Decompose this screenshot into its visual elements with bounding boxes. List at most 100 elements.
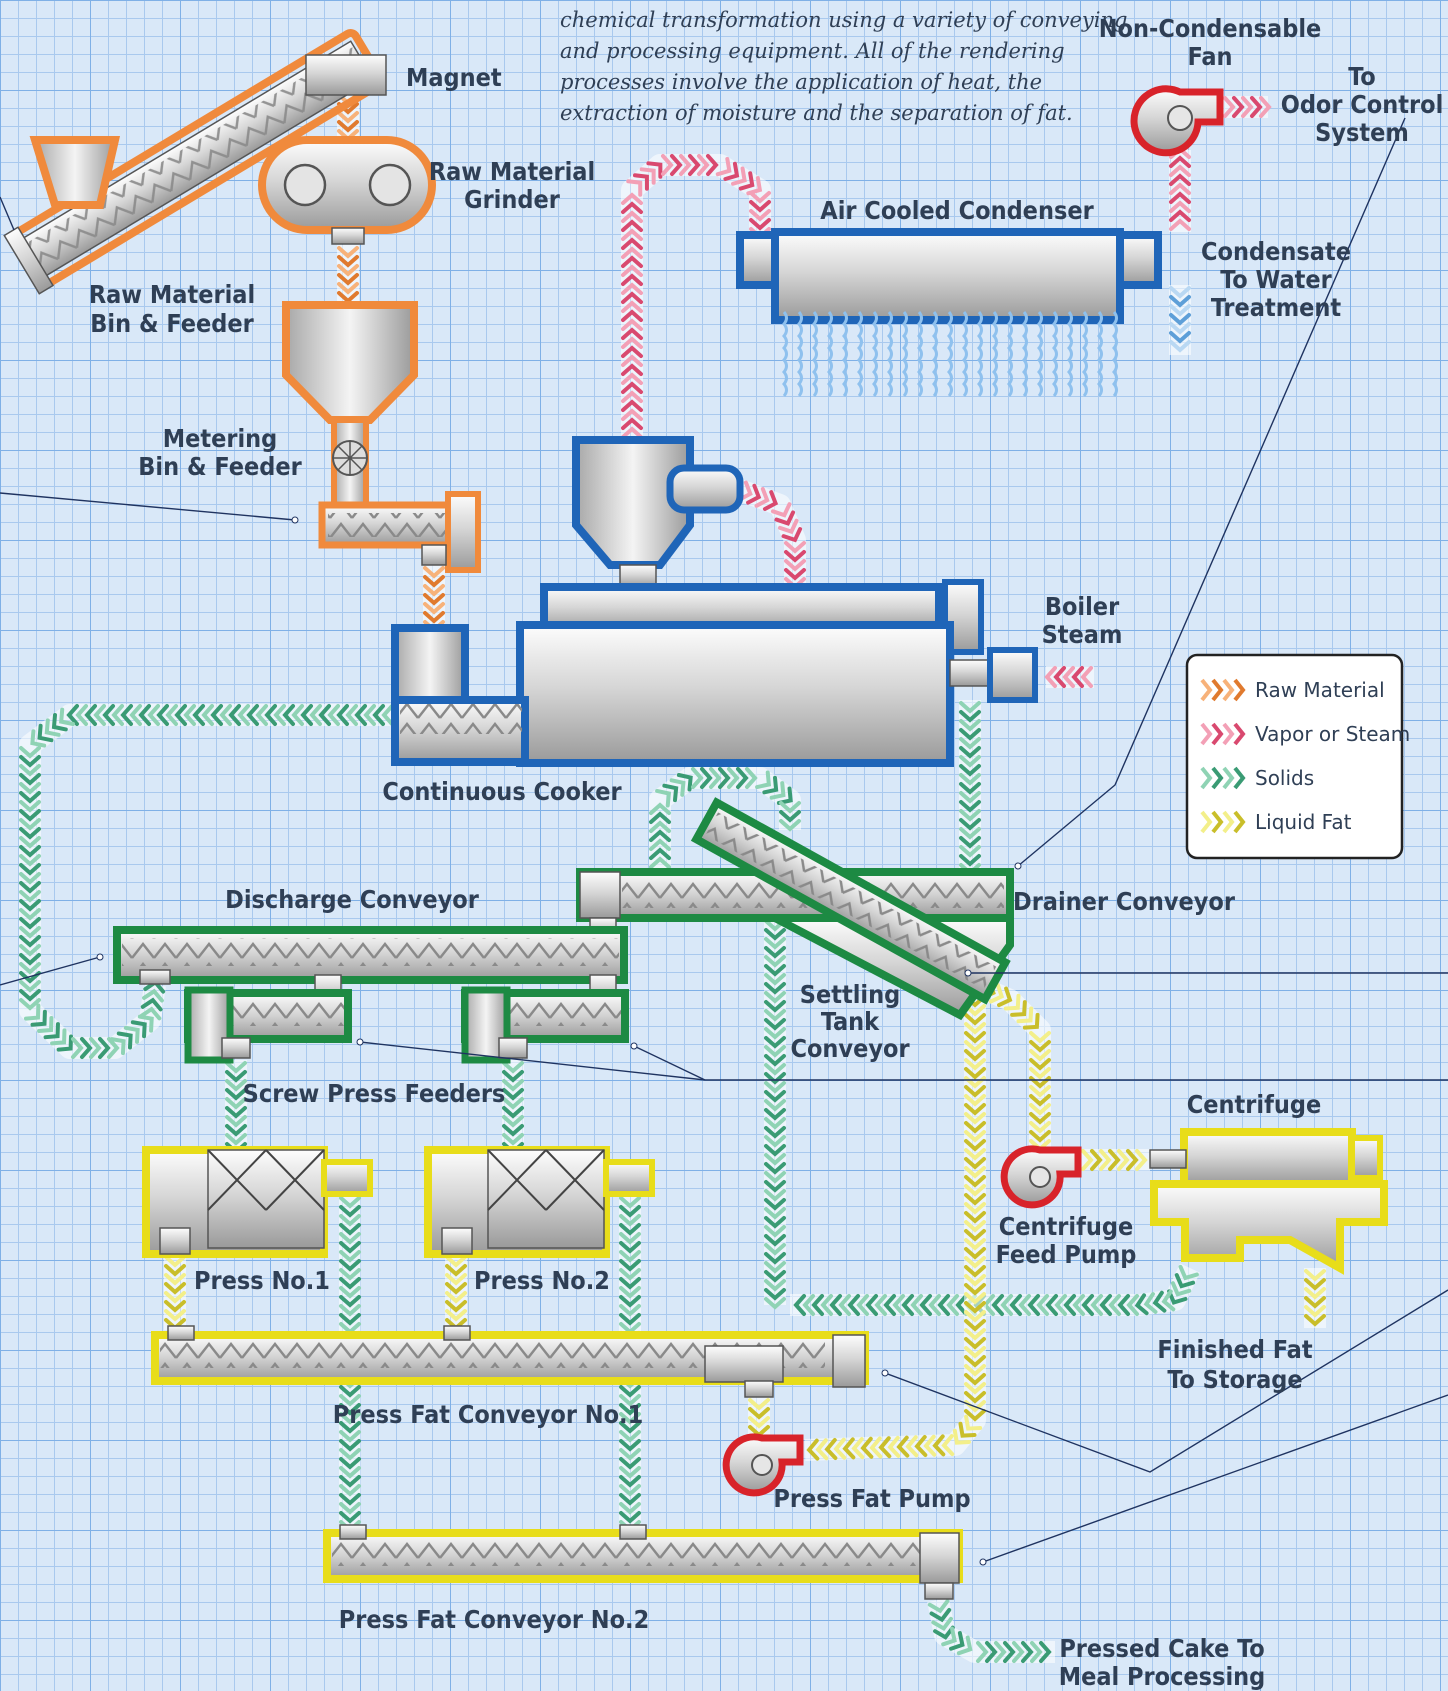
legend-item: Solids xyxy=(1200,766,1314,790)
equipment-labels: Magnet Raw Material Grinder Raw Material… xyxy=(89,14,1443,1691)
cooling-fin xyxy=(992,311,998,397)
press-fat-pump xyxy=(722,1433,804,1497)
vapor-pipe-fan-odor xyxy=(1222,96,1272,118)
condensate-pipe xyxy=(1169,285,1191,355)
cooling-fin xyxy=(1082,311,1088,397)
cooling-fin xyxy=(782,311,788,397)
fat-pipe-finished xyxy=(1304,1268,1326,1328)
label-grinder-2: Grinder xyxy=(464,185,561,214)
air-cooled-condenser xyxy=(736,228,1162,397)
cooling-fin xyxy=(977,311,983,397)
label-boiler-2: Steam xyxy=(1042,620,1123,649)
legend-item: Raw Material xyxy=(1200,678,1385,702)
cooling-fin xyxy=(1037,311,1043,397)
solids-pipe-feeder2-press2 xyxy=(502,1060,524,1155)
flow-pipes xyxy=(19,92,1326,1663)
fat-pipe-press1-conveyor1 xyxy=(164,1254,186,1331)
cooling-fin xyxy=(1067,311,1073,397)
label-odor-1: To xyxy=(1348,62,1375,91)
vapor-pipe-condenser-fan xyxy=(1169,146,1191,232)
label-raw-bin-2: Bin & Feeder xyxy=(90,309,254,338)
label-condenser: Air Cooled Condenser xyxy=(820,196,1094,225)
press-fat-conveyor-2 xyxy=(323,1524,963,1600)
label-centrifuge: Centrifuge xyxy=(1187,1090,1322,1119)
intro-paragraph: chemical transformation using a variety … xyxy=(560,8,1127,125)
label-screw-press-feeders: Screw Press Feeders xyxy=(243,1079,506,1108)
solids-pipe-centrifuge-return xyxy=(790,1263,1200,1316)
solids-pipe-pressed-cake xyxy=(927,1597,1055,1663)
label-feed-pump-2: Feed Pump xyxy=(996,1240,1137,1269)
cooling-fin xyxy=(1007,311,1013,397)
label-press-2: Press No.2 xyxy=(474,1266,610,1295)
legend-label: Liquid Fat xyxy=(1255,810,1352,834)
press-no2 xyxy=(424,1146,655,1258)
callout-lines xyxy=(0,117,1448,1566)
label-condensate-2: To Water xyxy=(1220,265,1332,294)
raw-pipe-metering-cooker xyxy=(423,565,445,633)
solids-pipe-cooker-drainer xyxy=(959,700,981,876)
label-condensate-3: Treatment xyxy=(1211,293,1342,322)
fat-pipe-press-fat-pump xyxy=(804,985,986,1461)
cooling-fin xyxy=(947,311,953,397)
raw-pipe-grinder-metering xyxy=(337,245,359,305)
legend-label: Raw Material xyxy=(1255,678,1385,702)
intro-line-2: and processing equipment. All of the ren… xyxy=(560,39,1065,63)
settling-tank-conveyor xyxy=(690,797,1014,1021)
legend-label: Solids xyxy=(1255,766,1314,790)
label-settling-1: Settling xyxy=(800,980,901,1009)
label-press-fat-pump: Press Fat Pump xyxy=(773,1484,970,1513)
label-odor-3: System xyxy=(1315,118,1409,147)
label-feed-pump-1: Centrifuge xyxy=(999,1212,1134,1241)
label-magnet: Magnet xyxy=(406,63,502,92)
intro-line-4: extraction of moisture and the separatio… xyxy=(560,101,1073,125)
label-settling-2: Tank xyxy=(821,1007,880,1036)
cooling-fin xyxy=(1112,311,1118,397)
centrifuge-feed-pump xyxy=(1000,1145,1082,1209)
steam-pipe-boiler xyxy=(1044,666,1094,688)
cooling-fin xyxy=(857,311,863,397)
cooling-fin xyxy=(887,311,893,397)
label-cooker: Continuous Cooker xyxy=(382,777,622,806)
legend-item: Vapor or Steam xyxy=(1200,722,1410,746)
label-boiler-1: Boiler xyxy=(1045,592,1120,621)
discharge-conveyor xyxy=(113,926,628,1004)
label-odor-2: Odor Control xyxy=(1281,90,1444,119)
label-pressed-cake-2: Meal Processing xyxy=(1059,1662,1266,1691)
cooling-fin xyxy=(917,311,923,397)
label-press-fat-conveyor-2: Press Fat Conveyor No.2 xyxy=(339,1605,650,1634)
label-press-1: Press No.1 xyxy=(194,1266,330,1295)
label-drainer-conveyor: Drainer Conveyor xyxy=(1013,887,1236,916)
label-finished-fat-1: Finished Fat xyxy=(1157,1335,1312,1364)
label-pressed-cake-1: Pressed Cake To xyxy=(1059,1634,1264,1663)
label-raw-bin-1: Raw Material xyxy=(89,280,255,309)
solids-pipe-drainer-down xyxy=(764,918,786,1310)
press-no1 xyxy=(142,1146,373,1258)
screw-press-feeder-1 xyxy=(184,986,352,1064)
vapor-pipe-cooker-condenser xyxy=(621,154,771,440)
label-fan-1: Non-Condensable xyxy=(1099,14,1322,43)
cooling-fin xyxy=(872,311,878,397)
cooling-fin xyxy=(1022,311,1028,397)
solids-pipe-drainer-loop xyxy=(649,767,801,870)
raw-material-grinder xyxy=(258,136,436,245)
press-fat-conveyor-1 xyxy=(151,1325,869,1398)
non-condensable-fan xyxy=(1130,85,1224,157)
label-discharge-conveyor: Discharge Conveyor xyxy=(225,885,480,914)
cooling-fin xyxy=(932,311,938,397)
label-settling-3: Conveyor xyxy=(790,1034,910,1063)
cooling-fin xyxy=(827,311,833,397)
intro-line-3: processes involve the application of hea… xyxy=(560,70,1042,94)
cooling-fin xyxy=(1052,311,1058,397)
raw-material-bin-feeder xyxy=(3,29,387,295)
label-press-fat-conveyor-1: Press Fat Conveyor No.1 xyxy=(333,1400,644,1429)
fat-pipe-press2-conveyor1 xyxy=(445,1254,467,1331)
label-metering-1: Metering xyxy=(163,424,278,453)
cooling-fin xyxy=(1097,311,1103,397)
fat-pipe-conveyor1-pump xyxy=(748,1397,770,1438)
condenser-cooling-fins xyxy=(782,311,1118,397)
cooling-fin xyxy=(962,311,968,397)
cooling-fin xyxy=(797,311,803,397)
label-grinder-1: Raw Material xyxy=(429,157,595,186)
label-fan-2: Fan xyxy=(1187,42,1232,71)
